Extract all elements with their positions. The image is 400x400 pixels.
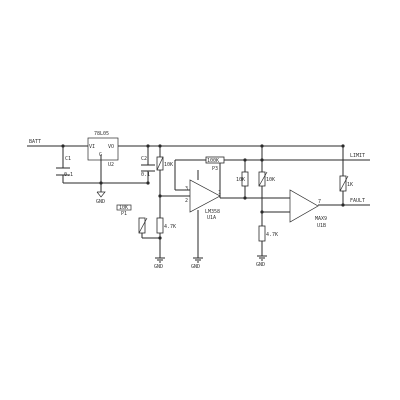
regulator-part-label: 78L05	[94, 131, 109, 137]
pot-ref-label: P1	[121, 211, 127, 217]
resistor-left-upper: 10K	[156, 156, 173, 171]
r-mid-lower-label: 4.7K	[266, 232, 278, 238]
ground-symbol-regulator: GND	[96, 191, 106, 205]
c1-value-label: 0.1	[64, 172, 73, 178]
voltage-regulator: 78L05 VI VO G U2	[87, 131, 119, 168]
resistor-mid-lower: 4.7K	[258, 225, 278, 242]
ground-symbol-3: GND	[256, 255, 267, 268]
junction-dot	[158, 236, 162, 240]
regulator-gnd-label: GND	[96, 199, 105, 205]
gnd-1-label: GND	[154, 264, 163, 270]
capacitor-c1: C1 0.1	[56, 156, 73, 178]
junction-dot	[243, 158, 247, 162]
opamp1-pin-minus-label: 2	[185, 198, 188, 204]
junction-dot	[99, 181, 103, 185]
resistor-p3: 100K P3	[205, 156, 225, 172]
p3-ref-label: P3	[212, 166, 218, 172]
opamp2-ref-label: U1B	[317, 223, 326, 229]
gnd-3-label: GND	[256, 262, 265, 268]
r-left-lower-label: 4.7K	[164, 224, 176, 230]
junction-dot	[341, 203, 345, 207]
junction-dot	[260, 144, 264, 148]
resistor-left-lower: 4.7K	[156, 217, 176, 234]
opamp2-pin-out-label: 7	[318, 199, 321, 205]
opamp2-part-label: MAX9	[315, 216, 327, 222]
junction-dot	[260, 210, 264, 214]
batt-label: BATT	[29, 139, 41, 145]
limit-output-label: LIMIT	[350, 153, 365, 159]
pot-value-label: 10K	[119, 205, 128, 211]
r-mid-left-label: 10K	[236, 177, 245, 183]
r-mid-right-label: 10K	[266, 177, 275, 183]
opamp1-pin-out-label: 1	[218, 190, 221, 196]
opamp1-ref-label: U1A	[207, 215, 216, 221]
resistor-mid-right: 10K	[258, 171, 275, 187]
op-amp-u1b: 7 MAX9 U1B	[289, 189, 327, 229]
junction-dot	[61, 144, 65, 148]
opamp1-part-label: LM358	[205, 209, 220, 215]
ground-symbol-1: GND	[154, 257, 165, 270]
op-amp-u1a: 3 2 1 LM358 U1A	[185, 179, 221, 221]
junction-dot	[158, 194, 162, 198]
junction-dot	[146, 181, 150, 185]
ground-symbol-2: GND	[191, 257, 203, 270]
p3-value-label: 100K	[207, 158, 219, 164]
capacitor-c2: C2 0.1	[141, 156, 155, 178]
regulator-ref-label: U2	[108, 162, 114, 168]
c2-ref-label: C2	[141, 156, 147, 162]
junction-dot	[260, 158, 264, 162]
potentiometer-p1: 10K P1	[116, 204, 148, 234]
resistor-mid-left: 10K	[236, 171, 249, 187]
resistor-right: 1K	[339, 175, 353, 192]
junction-dot	[146, 144, 150, 148]
junction-dot	[158, 144, 162, 148]
fault-output-label: FAULT	[350, 198, 365, 204]
c1-ref-label: C1	[65, 156, 71, 162]
c2-value-label: 0.1	[141, 172, 150, 178]
gnd-2-label: GND	[191, 264, 200, 270]
r-right-label: 1K	[347, 182, 353, 188]
regulator-vi-label: VI	[89, 144, 95, 150]
junction-dot	[341, 144, 345, 148]
opamp1-pin-plus-label: 3	[185, 186, 188, 192]
r-left-upper-label: 10K	[164, 162, 173, 168]
junction-dot	[243, 196, 247, 200]
regulator-vo-label: VO	[108, 144, 114, 150]
regulator-g-label: G	[99, 152, 102, 158]
junctions	[61, 144, 345, 240]
